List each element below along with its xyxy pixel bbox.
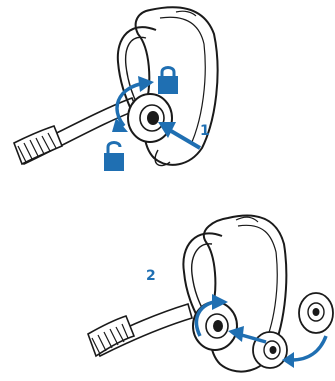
- lock-open-icon: [104, 143, 124, 172]
- step-2-illustration: 2: [88, 216, 333, 372]
- ear-tip-large: [299, 293, 333, 333]
- step-2-number: 2: [146, 268, 156, 284]
- ear-tip-small: [253, 332, 287, 368]
- step-1-number: 1: [200, 123, 210, 139]
- step-1-illustration: 1: [14, 7, 218, 171]
- curved-arrow-icon: [282, 336, 326, 368]
- boom-microphone: [88, 304, 192, 356]
